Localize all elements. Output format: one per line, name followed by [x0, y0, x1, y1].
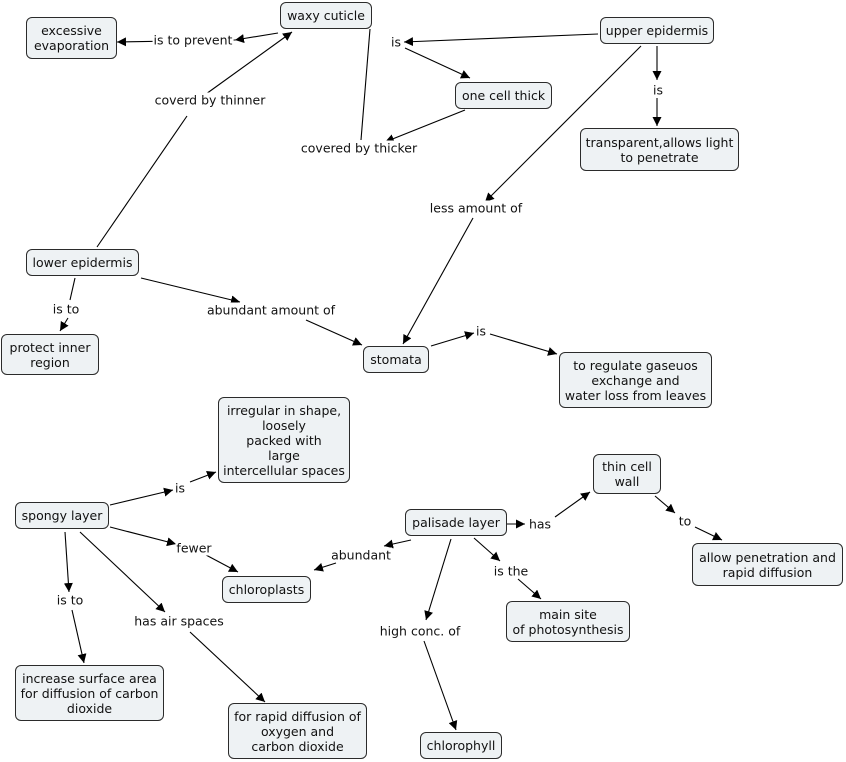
connector-line-16 [430, 331, 475, 347]
node-excessive-evaporation: excessive evaporation [26, 17, 117, 59]
node-lower-epidermis: lower epidermis [26, 249, 139, 276]
link-label-abundant-amount-of: abundant amount of [205, 302, 337, 318]
node-spongy-layer: spongy layer [15, 502, 109, 529]
link-label-is-to-increase: is to [55, 592, 85, 608]
node-increase-surface-area: increase surface area for diffusion of c… [15, 665, 164, 721]
node-stomata: stomata [363, 346, 429, 373]
connector-line-5 [403, 33, 599, 47]
link-label-has: has [527, 516, 553, 532]
link-label-coverd-by-thinner: coverd by thinner [153, 92, 267, 108]
connector-line-32 [473, 537, 501, 562]
node-waxy-cuticle: waxy cuticle [280, 2, 372, 29]
connector-line-18 [109, 487, 174, 506]
connector-line-27 [313, 562, 337, 572]
connector-line-34 [424, 538, 452, 621]
connector-line-29 [554, 491, 591, 518]
connector-line-26 [383, 539, 412, 549]
node-protect-inner-region: protect inner region [1, 334, 99, 375]
connector-line-24 [79, 531, 166, 613]
connector-line-21 [205, 554, 239, 573]
link-label-is-spongy: is [174, 480, 186, 496]
link-label-is-regulate: is [475, 323, 487, 339]
node-allow-penetration: allow penetration and rapid diffusion [692, 543, 843, 586]
node-one-cell-thick: one cell thick [455, 82, 552, 109]
connector-line-1 [234, 32, 279, 43]
connector-line-33 [517, 578, 542, 600]
node-thin-cell-wall: thin cell wall [593, 454, 661, 494]
connector-line-2 [360, 28, 371, 141]
node-chloroplasts: chloroplasts [222, 576, 311, 603]
connector-line-15 [305, 319, 363, 346]
connector-line-35 [423, 640, 458, 731]
node-regulate-gas-exchange: to regulate gaseuos exchange and water l… [559, 352, 712, 408]
connector-line-3 [96, 115, 188, 248]
link-label-less-amount-of: less amount of [428, 200, 524, 216]
link-label-is-to-prevent: is to prevent [152, 32, 234, 48]
connector-line-10 [484, 45, 642, 203]
connector-line-4 [205, 31, 293, 95]
node-chlorophyll: chlorophyll [420, 732, 502, 759]
node-main-site-photosynthesis: main site of photosynthesis [506, 601, 630, 642]
link-label-to: to [677, 513, 693, 529]
connector-line-25 [189, 631, 266, 703]
link-label-is-the: is the [492, 563, 530, 579]
connector-line-13 [59, 317, 69, 332]
connector-line-31 [694, 526, 723, 541]
link-label-is-transparent: is [652, 82, 664, 98]
node-irregular-shape: irregular in shape, loosely packed with … [218, 397, 350, 483]
link-label-has-air-spaces: has air spaces [133, 613, 225, 629]
node-rapid-diffusion: for rapid diffusion of oxygen and carbon… [228, 703, 367, 759]
connector-line-23 [71, 609, 87, 664]
node-transparent: transparent,allows light to penetrate [580, 128, 739, 171]
node-palisade-layer: palisade layer [405, 509, 507, 536]
link-label-is-to-protect: is to [51, 301, 81, 317]
connector-line-14 [140, 277, 241, 305]
connector-line-17 [489, 333, 558, 356]
connector-line-6 [404, 47, 471, 79]
link-label-fewer: fewer [175, 540, 213, 556]
connector-line-20 [109, 526, 177, 547]
link-label-high-conc-of: high conc. of [378, 623, 462, 639]
connector-line-7 [384, 109, 466, 143]
connector-line-30 [654, 495, 676, 514]
connector-line-11 [402, 217, 474, 345]
link-label-abundant: abundant [330, 547, 392, 563]
connector-line-22 [63, 531, 73, 593]
link-label-is-upper: is [390, 34, 402, 50]
node-upper-epidermis: upper epidermis [600, 17, 714, 44]
connector-line-19 [189, 471, 217, 483]
link-label-covered-by-thicker: covered by thicker [299, 140, 419, 156]
connector-line-12 [69, 277, 76, 301]
